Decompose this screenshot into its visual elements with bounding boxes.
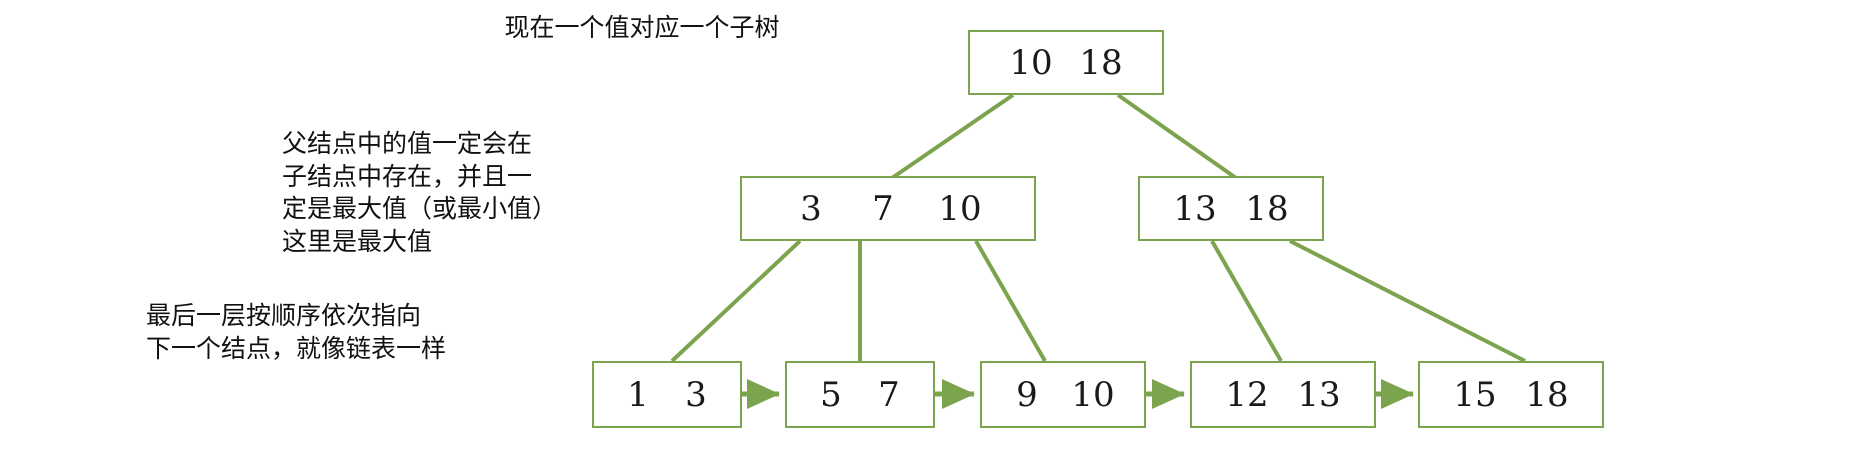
node-leaf-3-key-1: 10 (1071, 374, 1115, 415)
node-leaf-5[interactable]: 15 18 (1418, 361, 1604, 428)
node-leaf-1-keys: 1 3 (609, 378, 725, 412)
node-internal-left-key-2: 10 (938, 188, 982, 229)
node-leaf-4[interactable]: 12 13 (1190, 361, 1376, 428)
node-leaf-4-key-0: 12 (1225, 374, 1269, 415)
edge-internal-right-to-leaf-4 (1210, 240, 1283, 362)
node-internal-left[interactable]: 3 7 10 (740, 176, 1036, 241)
node-internal-right-key-1: 18 (1245, 188, 1289, 229)
node-internal-left-keys: 3 7 10 (775, 192, 1001, 226)
annotation-middle: 父结点中的值一定会在 子结点中存在，并且一 定是最大值（或最小值） 这里是最大值 (282, 129, 558, 256)
node-leaf-2-key-1: 7 (878, 374, 900, 415)
node-root[interactable]: 10 18 (968, 30, 1164, 95)
node-internal-left-key-0: 3 (800, 188, 822, 229)
edge-root-to-internal-right (1116, 93, 1238, 180)
node-leaf-3-key-0: 9 (1016, 374, 1038, 415)
node-internal-right-keys: 13 18 (1159, 192, 1303, 226)
node-leaf-2[interactable]: 5 7 (785, 361, 935, 428)
node-leaf-1[interactable]: 1 3 (592, 361, 742, 428)
node-leaf-5-keys: 15 18 (1439, 378, 1583, 412)
node-leaf-1-key-1: 3 (685, 374, 707, 415)
node-leaf-5-key-1: 18 (1525, 374, 1569, 415)
node-internal-right[interactable]: 13 18 (1138, 176, 1324, 241)
edge-internal-right-to-leaf-5 (1289, 239, 1526, 363)
node-root-key-1: 18 (1079, 42, 1123, 83)
node-internal-right-key-0: 13 (1173, 188, 1217, 229)
annotation-top: 现在一个值对应一个子树 (504, 13, 780, 42)
node-root-key-0: 10 (1009, 42, 1053, 83)
annotation-bottom: 最后一层按顺序依次指向 下一个结点，就像链表一样 (146, 301, 447, 363)
edge-internal-left-to-leaf-1 (670, 239, 802, 363)
edge-internal-left-to-leaf-3 (974, 240, 1047, 362)
node-internal-left-key-1: 7 (872, 188, 894, 229)
node-leaf-4-key-1: 13 (1297, 374, 1341, 415)
node-leaf-4-keys: 12 13 (1211, 378, 1355, 412)
node-leaf-5-key-0: 15 (1453, 374, 1497, 415)
node-leaf-2-keys: 5 7 (802, 378, 918, 412)
node-leaf-1-key-0: 1 (627, 374, 649, 415)
node-leaf-3[interactable]: 9 10 (980, 361, 1146, 428)
node-leaf-2-key-0: 5 (820, 374, 842, 415)
node-root-keys: 10 18 (996, 46, 1136, 80)
node-leaf-3-keys: 9 10 (997, 378, 1129, 412)
edge-root-to-internal-left (890, 93, 1015, 180)
